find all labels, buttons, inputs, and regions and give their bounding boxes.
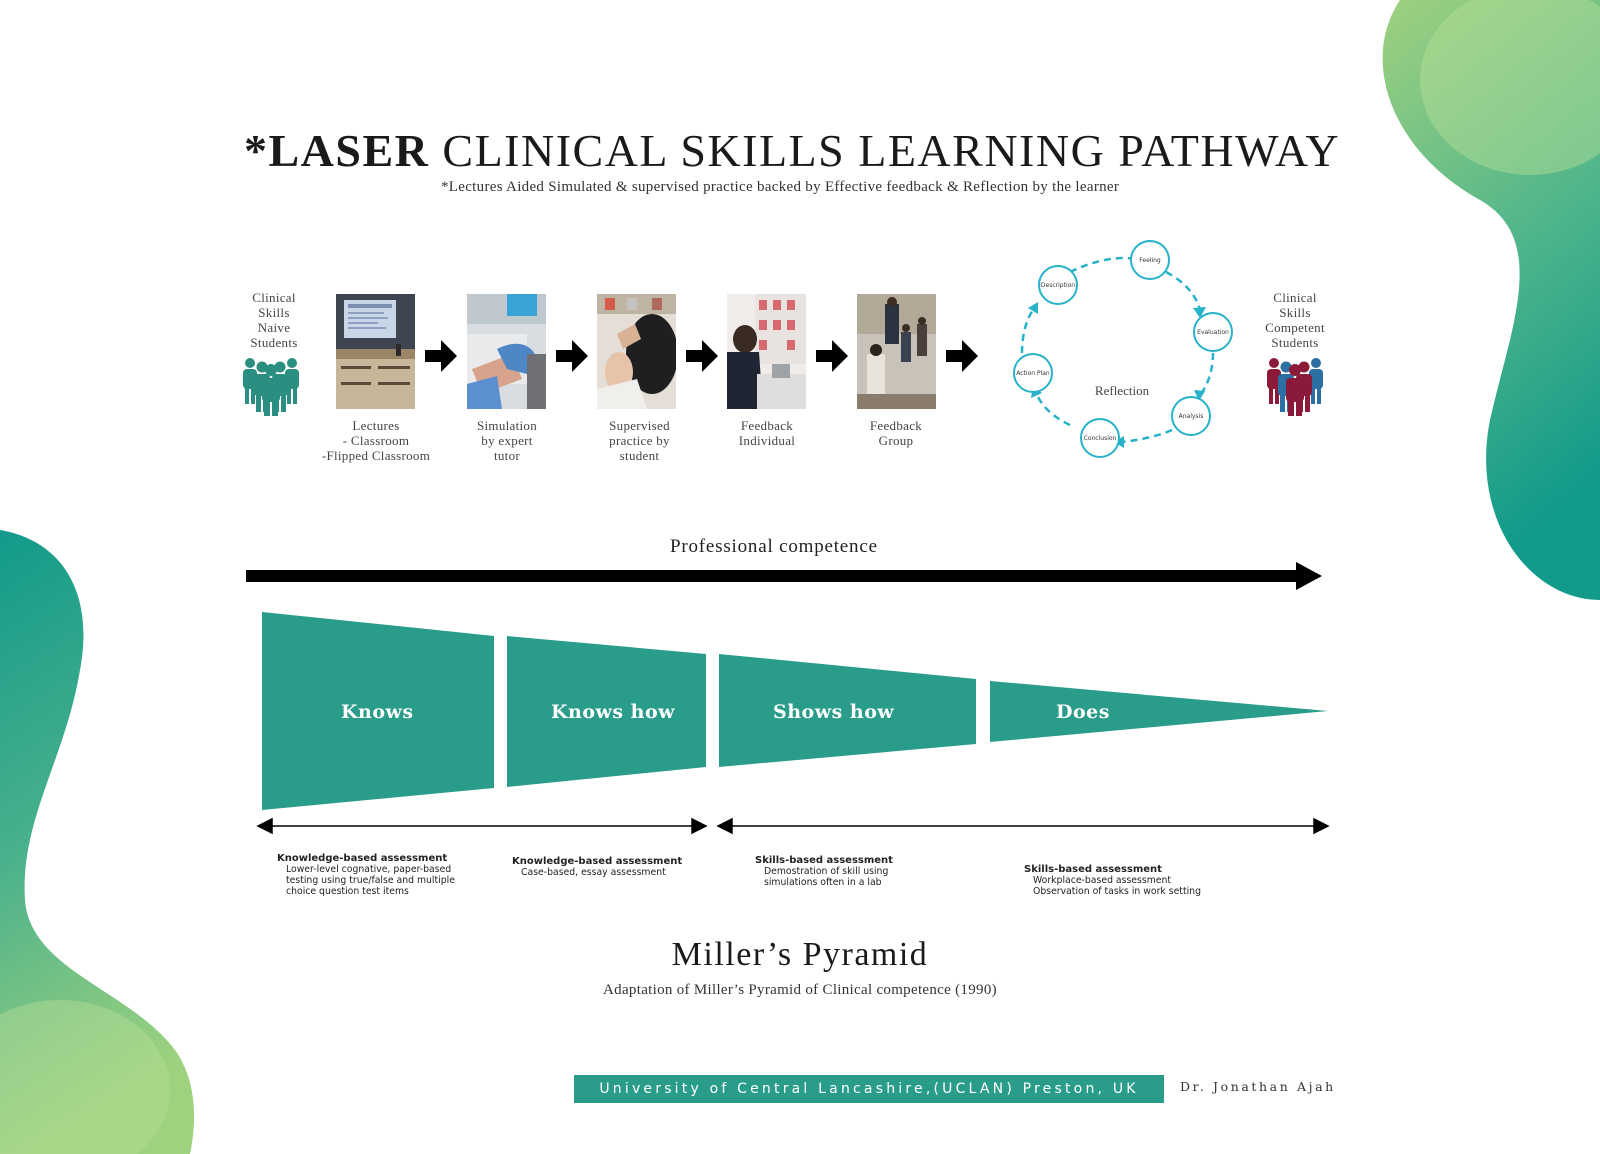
simulation-photo — [467, 294, 546, 409]
title-acronym: *LASER — [244, 125, 430, 176]
professional-competence-arrow — [246, 562, 1322, 590]
naive-students-group-icon — [243, 358, 299, 416]
miller-subtitle: Adaptation of Miller’s Pyramid of Clinic… — [603, 982, 997, 998]
institution-banner: University of Central Lancashire,(UCLAN)… — [574, 1075, 1164, 1103]
assessment-detail: Lower-level cognative, paper-based testi… — [286, 864, 455, 897]
stage-label-feedback-individual: Feedback Individual — [738, 418, 796, 448]
start-label: Clinical Skills Naive Students — [250, 290, 298, 350]
assessment-heading: Skills-based assessment — [1024, 864, 1162, 875]
reflection-step-evaluation: Evaluation — [1197, 329, 1229, 336]
reflection-step-conclusion: Conclusion — [1084, 435, 1117, 442]
supervised-practice-photo — [597, 294, 676, 409]
band-label-knows-how: Knows how — [551, 701, 676, 723]
stage-label-simulation: Simulation by expert tutor — [476, 418, 538, 463]
lecture-classroom-photo — [336, 294, 415, 409]
arrow-icon — [946, 340, 978, 372]
title-subtitle: *Lectures Aided Simulated & supervised p… — [441, 179, 1120, 195]
competent-students-group-icon — [1267, 358, 1323, 416]
assessment-heading: Knowledge-based assessment — [277, 853, 448, 864]
stage-label-feedback-group: Feedback Group — [869, 418, 923, 448]
band-label-does: Does — [1056, 701, 1110, 723]
assessment-knows: Knowledge-based assessment Lower-level c… — [277, 853, 455, 897]
assessment-shows-how: Skills-based assessment Demostration of … — [755, 855, 893, 888]
reflection-center-label: Reflection — [1095, 383, 1150, 398]
arrow-icon — [556, 340, 588, 372]
feedback-individual-photo — [727, 294, 806, 409]
assessment-knows-how: Knowledge-based assessment Case-based, e… — [512, 856, 682, 878]
stage-label-lectures: Lectures - Classroom -Flipped Classroom — [321, 418, 431, 463]
reflection-step-feeling: Feeling — [1139, 257, 1161, 264]
miller-title: Miller’s Pyramid — [671, 936, 929, 973]
top-right-gradient-blob — [1382, 0, 1600, 600]
assessment-detail: Case-based, essay assessment — [521, 867, 666, 878]
page-title: *LASER CLINICAL SKILLS LEARNING PATHWAY — [244, 124, 1339, 177]
bottom-left-gradient-blob — [0, 530, 195, 1154]
title-text: CLINICAL SKILLS LEARNING PATHWAY — [429, 125, 1341, 176]
reflection-step-action-plan: Action Plan — [1016, 370, 1050, 377]
arrow-icon — [686, 340, 718, 372]
assessment-detail: Workplace-based assessment Observation o… — [1033, 875, 1201, 897]
stage-label-supervised: Supervised practice by student — [609, 418, 670, 463]
author-name: Dr. Jonathan Ajah — [1180, 1079, 1336, 1094]
assessment-heading: Knowledge-based assessment — [512, 856, 683, 867]
assessment-heading: Skills-based assessment — [755, 855, 893, 866]
arrow-icon — [816, 340, 848, 372]
assessment-detail: Demostration of skill using simulations … — [764, 866, 889, 888]
feedback-group-photo — [857, 294, 936, 409]
band-does — [990, 681, 1328, 742]
reflection-step-description: Description — [1041, 282, 1075, 289]
end-label: Clinical Skills Competent Students — [1265, 290, 1325, 350]
arrow-icon — [425, 340, 457, 372]
assessment-does: Skills-based assessment Workplace-based … — [1024, 864, 1201, 897]
band-label-shows-how: Shows how — [773, 701, 895, 723]
reflection-cycle-diagram: Feeling Evaluation Analysis Conclusion A… — [1013, 240, 1233, 458]
reflection-step-analysis: Analysis — [1179, 413, 1204, 420]
professional-competence-label: Professional competence — [670, 536, 878, 557]
band-label-knows: Knows — [341, 701, 414, 723]
